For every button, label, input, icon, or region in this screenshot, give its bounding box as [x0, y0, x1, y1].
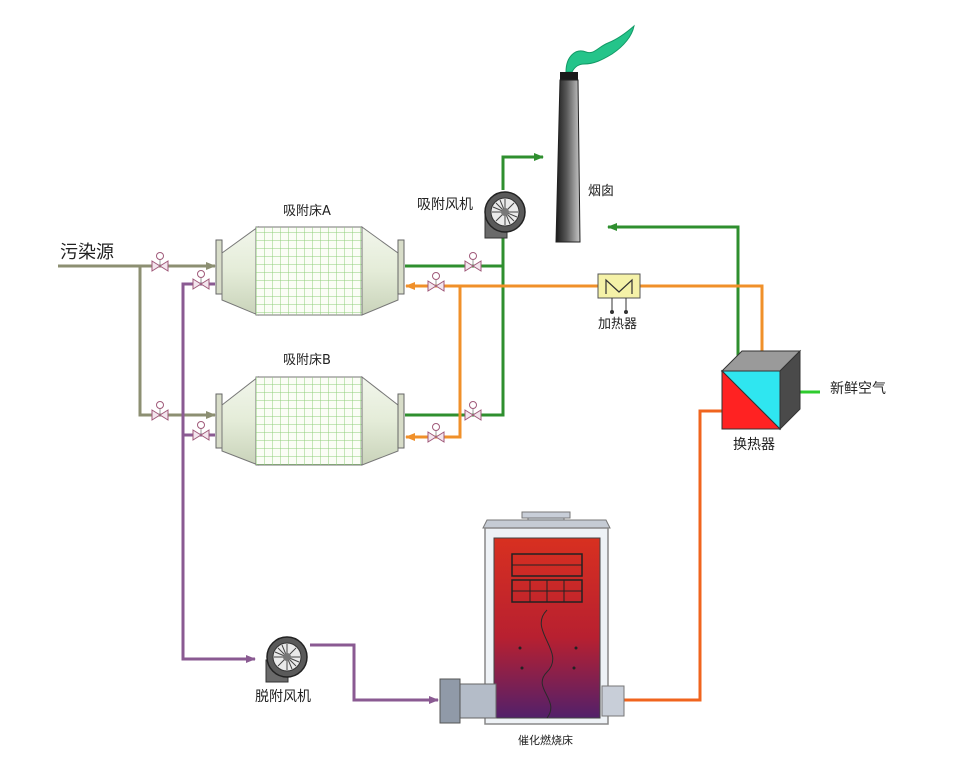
valve-icon	[427, 272, 445, 292]
label-adsorber-b: 吸附床B	[283, 353, 331, 368]
fan-icon	[272, 642, 302, 672]
label-heater: 加热器	[598, 317, 638, 332]
label-heat-exchanger: 换热器	[733, 437, 775, 453]
adsorption-fan	[484, 191, 526, 239]
chimney	[555, 24, 635, 243]
valve-icon	[192, 421, 210, 441]
valve-icon	[151, 401, 169, 421]
fan-icon	[490, 197, 520, 227]
valve-icon	[464, 401, 482, 421]
exhaust-pipe	[624, 409, 722, 702]
valve-icon	[427, 423, 445, 443]
valve-icon	[464, 252, 482, 272]
valve-icon	[192, 270, 210, 290]
adsorber-bed-a	[215, 226, 405, 316]
label-adsorber-a: 吸附床A	[283, 204, 331, 219]
clean-gas-pipes	[405, 153, 740, 417]
heater	[597, 273, 641, 314]
desorption-fan	[265, 636, 308, 683]
label-chimney: 烟囱	[588, 184, 615, 199]
desorption-gas-pipes	[181, 282, 439, 704]
valve-icon	[151, 252, 169, 272]
label-desorption-fan: 脱附风机	[255, 689, 311, 705]
label-fresh-air: 新鲜空气	[830, 381, 886, 397]
heat-exchanger	[720, 349, 802, 431]
valves	[151, 252, 482, 443]
polluted-gas-pipes	[58, 262, 216, 419]
label-adsorption-fan: 吸附风机	[417, 197, 473, 213]
desorption-air-pipes	[405, 282, 764, 441]
label-pollution-source: 污染源	[60, 242, 114, 263]
smoke-icon	[565, 24, 635, 73]
adsorber-bed-b	[215, 375, 405, 466]
label-catalytic-bed: 催化燃烧床	[518, 734, 573, 747]
heater-icon	[605, 278, 633, 294]
catalytic-combustion-bed	[439, 511, 625, 725]
